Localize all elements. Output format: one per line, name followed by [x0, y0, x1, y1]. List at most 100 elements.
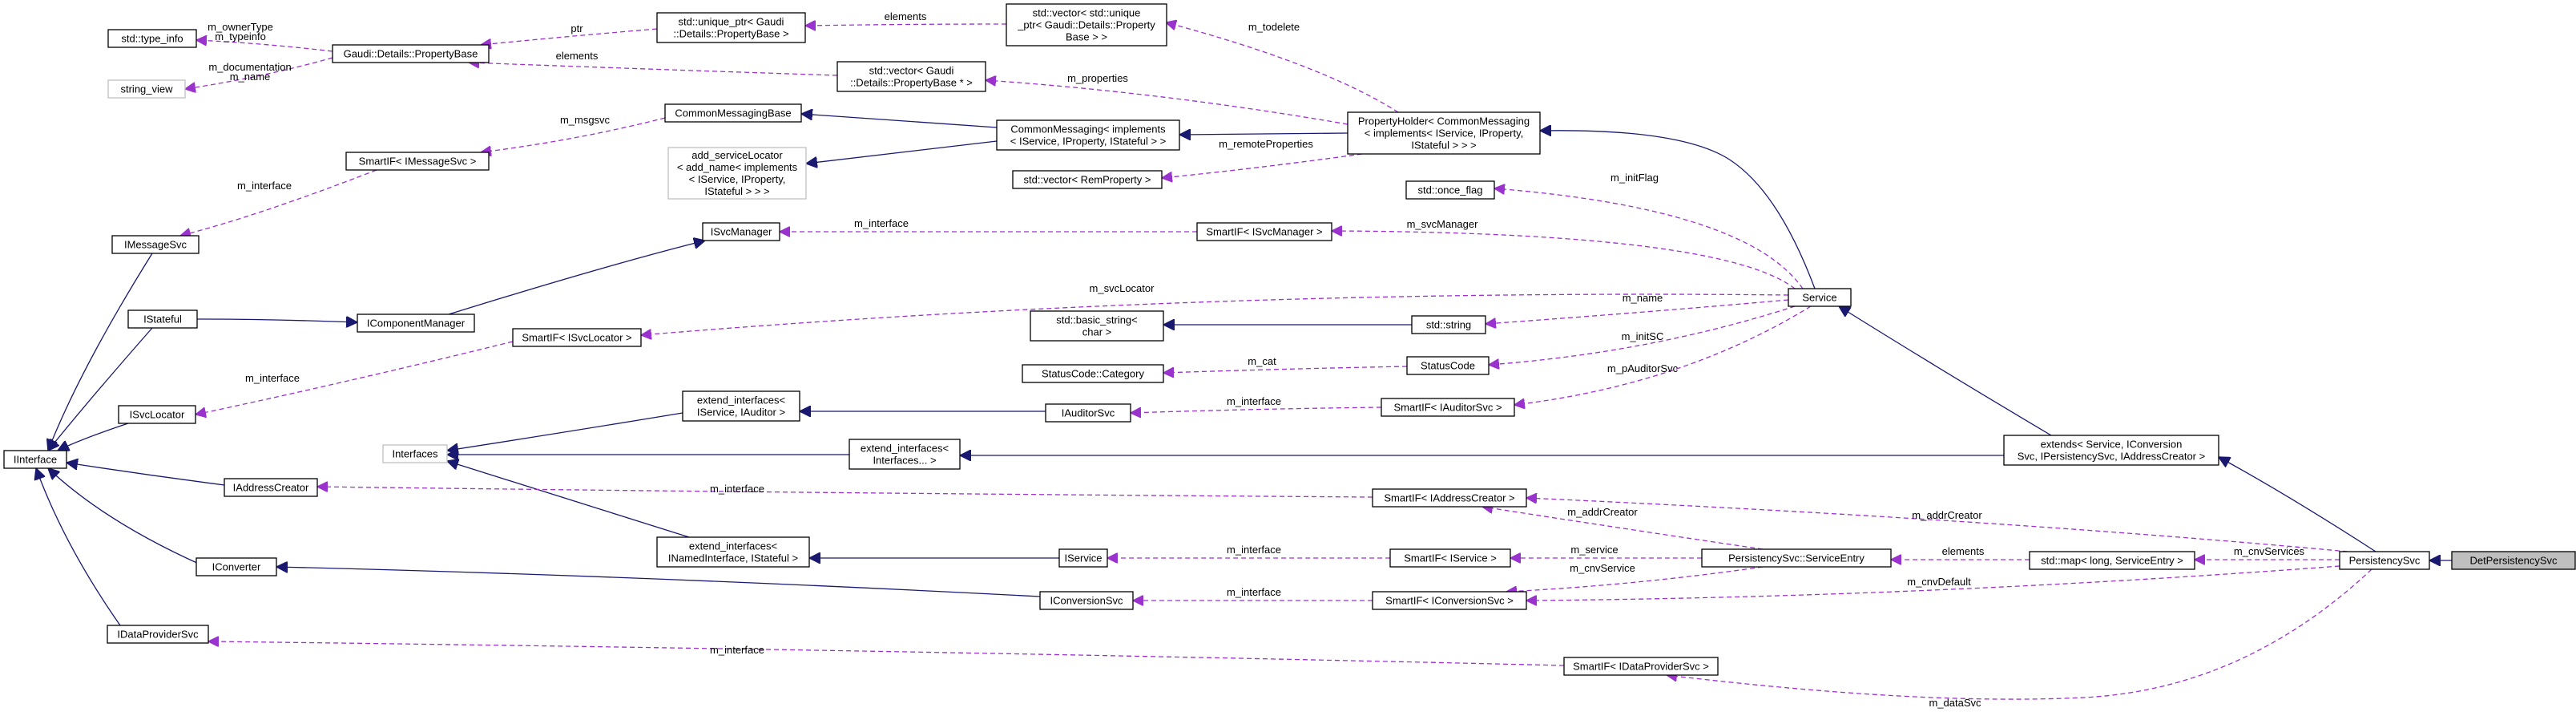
class-node-uniqueptr[interactable]: std::unique_ptr< Gaudi::Details::Propert…: [656, 12, 806, 43]
edge-label: m_cnvDefault: [1907, 576, 1971, 588]
edge-label: elements: [885, 10, 927, 22]
class-node-iaddrcreator[interactable]: IAddressCreator: [224, 478, 318, 497]
edge-label: m_cnvService: [1570, 562, 1635, 574]
class-node-icompmgr[interactable]: IComponentManager: [357, 313, 475, 333]
edge-usage-service-to-sif_svcmgr: [1332, 231, 1796, 289]
class-node-istateful[interactable]: IStateful: [127, 309, 198, 329]
class-node-iconvsvc[interactable]: IConversionSvc: [1039, 591, 1134, 610]
class-node-label: IAddressCreator: [233, 482, 309, 494]
edge-label: m_initSC: [1622, 330, 1664, 342]
class-node-oflag[interactable]: std::once_flag: [1405, 180, 1495, 200]
edge-usage-sif_addr-to-iaddrcreator: [317, 487, 1373, 498]
edge-label: m_remoteProperties: [1219, 138, 1313, 150]
edge-label: m_interface: [245, 372, 300, 384]
class-node-label: std::once_flag: [1418, 184, 1483, 196]
edge-label: m_name: [1623, 292, 1663, 304]
class-node-sccat[interactable]: StatusCode::Category: [1022, 364, 1164, 383]
class-node-label: _ptr< Gaudi::Details::Property: [1017, 19, 1155, 31]
edge-label: m_msgsvc: [560, 114, 611, 126]
class-node-interfaces: Interfaces: [382, 444, 448, 463]
class-node-box: [656, 536, 810, 568]
class-node-statuscode[interactable]: StatusCode: [1406, 356, 1490, 375]
class-node-ei-named[interactable]: extend_interfaces<INamedInterface, IStat…: [656, 536, 810, 568]
class-node-detpersist[interactable]: DetPersistencySvc: [2451, 551, 2576, 570]
edge-usage-statuscode-to-sccat: [1163, 366, 1408, 373]
class-node-isvcloc[interactable]: ISvcLocator: [118, 405, 196, 424]
class-node-bstring[interactable]: std::basic_string<char >: [1030, 310, 1164, 342]
class-node-persist[interactable]: PersistencySvc: [2339, 551, 2430, 570]
class-node-box: [107, 79, 186, 99]
class-node-cmb[interactable]: CommonMessagingBase: [664, 103, 802, 123]
class-node-vec-propbase[interactable]: std::vector< Gaudi::Details::PropertyBas…: [836, 61, 986, 92]
class-node-cmi[interactable]: CommonMessaging< implements< IService, I…: [996, 119, 1180, 151]
class-node-iservice[interactable]: IService: [1058, 548, 1108, 568]
edge-label: m_typeinfo: [215, 30, 266, 42]
class-node-vec-remprop[interactable]: std::vector< RemProperty >: [1012, 170, 1163, 189]
class-node-label: IInterface: [14, 454, 57, 466]
class-node-box: [1389, 548, 1511, 568]
class-node-box: [1381, 398, 1515, 417]
class-node-label: SmartIF< IConversionSvc >: [1385, 595, 1514, 607]
class-node-label: ::Details::PropertyBase * >: [850, 77, 973, 89]
edge-inheritance-imsg-to-iinterface: [48, 253, 153, 451]
class-node-sif-aud[interactable]: SmartIF< IAuditorSvc >: [1381, 398, 1515, 417]
class-node-ei-int[interactable]: extend_interfaces<Interfaces... >: [849, 439, 961, 470]
class-node-sif-addr[interactable]: SmartIF< IAddressCreator >: [1372, 488, 1527, 508]
class-node-vec-unique[interactable]: std::vector< std::unique_ptr< Gaudi::Det…: [1006, 3, 1167, 47]
class-node-label: IService: [1065, 552, 1103, 564]
class-node-sif-svcmgr[interactable]: SmartIF< ISvcManager >: [1196, 222, 1332, 241]
edge-label: m_interface: [237, 180, 292, 192]
edge-label: m_ownerType: [208, 21, 273, 33]
class-node-label: < implements< IService, IProperty,: [1365, 127, 1523, 140]
class-node-map[interactable]: std::map< long, ServiceEntry >: [2029, 551, 2195, 570]
edge-label: m_interface: [1227, 586, 1281, 598]
edge-usage-persist-to-sif_addr: [1526, 498, 2348, 552]
class-node-propbase[interactable]: Gaudi::Details::PropertyBase: [332, 44, 490, 63]
class-node-type-info[interactable]: std::type_info: [107, 29, 197, 48]
edge-label: elements: [556, 50, 599, 62]
class-node-string[interactable]: std::string: [1411, 315, 1486, 334]
edge-label: m_interface: [710, 483, 764, 495]
class-node-label: string_view: [120, 83, 173, 95]
edge-inheritance-iconvsvc-to-iconverter: [276, 567, 1041, 597]
class-node-box: [656, 12, 806, 43]
class-node-label: < IService, IProperty, IStateful > >: [1010, 136, 1167, 148]
class-node-service[interactable]: Service: [1788, 288, 1852, 307]
class-node-label: CommonMessagingBase: [675, 107, 791, 119]
class-node-idataprov[interactable]: IDataProviderSvc: [107, 625, 209, 644]
class-node-label: < IService, IProperty,: [689, 173, 786, 185]
class-node-sif-conv[interactable]: SmartIF< IConversionSvc >: [1372, 591, 1527, 610]
class-node-extends[interactable]: extends< Service, IConversionSvc, IPersi…: [2003, 435, 2219, 466]
class-node-imsg[interactable]: IMessageSvc: [111, 235, 200, 254]
edge-label: m_addrCreator: [1567, 506, 1638, 518]
class-node-ei-aud[interactable]: extend_interfaces<IService, IAuditor >: [682, 390, 800, 422]
edge-usage-uniqueptr-to-propbase: [481, 28, 658, 45]
class-node-sif-dp[interactable]: SmartIF< IDataProviderSvc >: [1563, 657, 1719, 676]
class-node-box: [1406, 356, 1490, 375]
edge-label: m_cnvServices: [2234, 545, 2305, 557]
class-node-iconverter[interactable]: IConverter: [196, 557, 277, 576]
class-node-iaudsvc[interactable]: IAuditorSvc: [1045, 403, 1131, 423]
class-node-isvcmgr[interactable]: ISvcManager: [702, 222, 780, 241]
edge-usage-service-to-sif_aud: [1514, 305, 1812, 405]
class-node-se[interactable]: PersistencySvc::ServiceEntry: [1701, 548, 1892, 568]
class-node-propholder[interactable]: PropertyHolder< CommonMessaging< impleme…: [1347, 111, 1541, 155]
class-node-box: [1701, 548, 1892, 568]
class-node-iinterface[interactable]: IInterface: [3, 450, 67, 469]
edge-label: m_interface: [854, 217, 909, 229]
edge-inheritance-istateful-to-iinterface: [48, 327, 153, 451]
class-node-label: PersistencySvc::ServiceEntry: [1728, 552, 1864, 564]
class-node-label: std::unique_ptr< Gaudi: [679, 16, 784, 28]
edge-inheritance-persist-to-extends: [2219, 457, 2376, 552]
class-node-sif-svcloc[interactable]: SmartIF< ISvcLocator >: [512, 328, 642, 347]
edge-usage-vec_unique-to-uniqueptr: [805, 24, 1007, 26]
edge-inheritance-ei_named-to-interfaces: [447, 461, 690, 538]
edge-label: ptr: [570, 22, 583, 34]
class-node-box: [1045, 403, 1131, 423]
class-node-box: [836, 61, 986, 92]
edge-usage-propbase-to-string_view: [185, 57, 333, 89]
class-node-label: std::vector< std::unique: [1033, 7, 1141, 19]
class-node-label: ISvcLocator: [130, 409, 185, 421]
class-node-sif-msg[interactable]: SmartIF< IMessageSvc >: [345, 152, 490, 171]
class-node-sif-isvc[interactable]: SmartIF< IService >: [1389, 548, 1511, 568]
